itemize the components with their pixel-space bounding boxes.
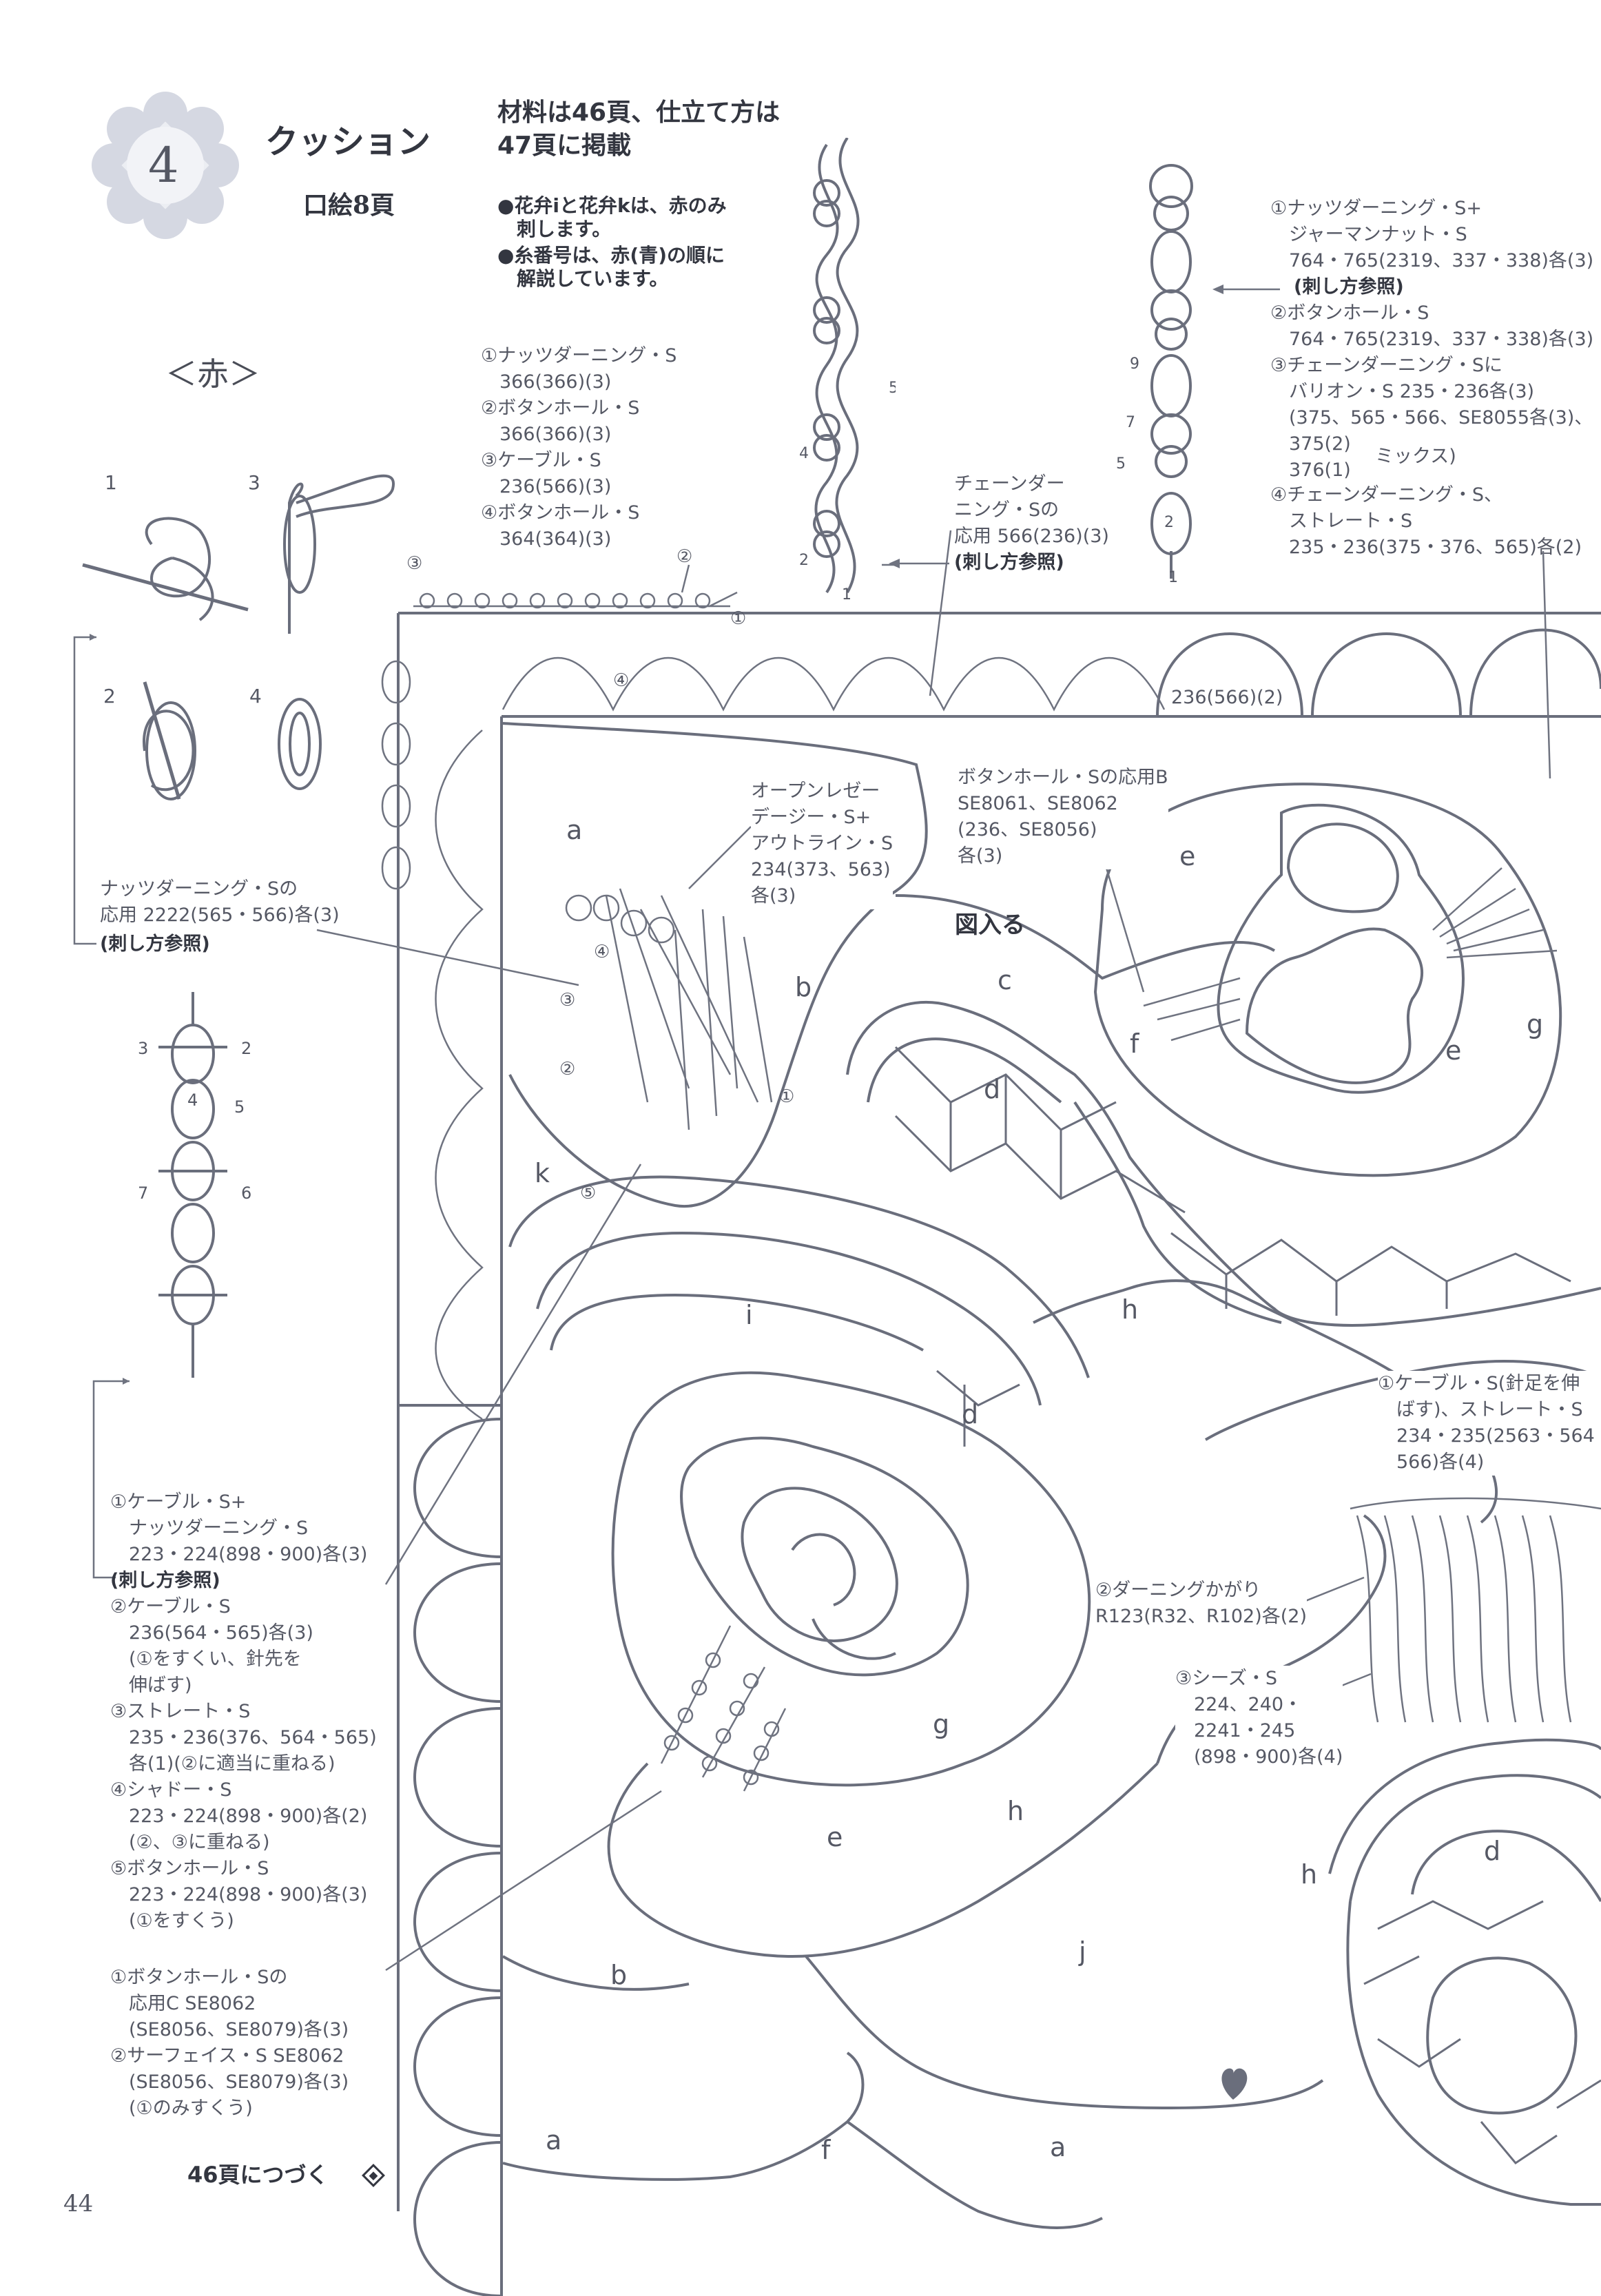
step-2-label: 2	[103, 685, 116, 707]
chain-darning-ref: (刺し方参照)	[954, 552, 1064, 573]
svg-text:⑤: ⑤	[580, 1183, 596, 1203]
svg-text:②: ②	[559, 1059, 575, 1079]
flower-badge-icon	[92, 92, 239, 239]
chain-diagram-right: 987 456 321	[1116, 164, 1193, 586]
seeds-note: ③シーズ・S 224、240・ 2241・245 (898・900)各(4)	[1175, 1666, 1343, 1770]
svg-text:5: 5	[889, 380, 896, 397]
page-number: 44	[63, 2190, 94, 2217]
section-label: ＜赤＞	[165, 355, 260, 393]
region-a3: a	[1050, 2132, 1066, 2162]
region-e2: e	[1445, 1035, 1461, 1066]
step-3-label: 3	[248, 471, 260, 494]
region-a1: a	[566, 815, 582, 845]
buttonhole-b-note: ボタンホール・Sの応用B SE8061、SE8062 (236、SE8056) …	[958, 765, 1168, 869]
svg-text:1: 1	[1168, 569, 1178, 586]
step-4-label: 4	[249, 685, 262, 707]
svg-text:①: ①	[778, 1086, 794, 1107]
region-g1: g	[1527, 1009, 1543, 1040]
bracket-1	[73, 634, 96, 945]
region-k1: k	[535, 1158, 550, 1188]
region-e3: e	[827, 1822, 843, 1852]
region-f1: f	[1130, 1028, 1140, 1059]
left-stitch-list: ②ケーブル・S 236(564・565)各(3) (①をすくい、針先を 伸ばす)…	[110, 1596, 377, 1932]
nuts-application-ref: (刺し方参照)	[100, 933, 210, 955]
region-b1: b	[795, 972, 812, 1002]
chapter-badge: 4	[83, 83, 248, 248]
page-title: クッション	[265, 123, 431, 161]
svg-text:7: 7	[138, 1183, 148, 1203]
svg-text:②: ②	[676, 546, 692, 567]
svg-text:9: 9	[1130, 355, 1139, 373]
material-note: 材料は46頁、仕立て方は 47頁に掲載	[497, 99, 781, 160]
region-h1: h	[1122, 1294, 1138, 1325]
cable-nuts-ref: (刺し方参照)	[110, 1570, 220, 1591]
svg-text:1: 1	[842, 586, 851, 603]
svg-text:③: ③	[406, 553, 422, 574]
region-g2: g	[933, 1709, 949, 1739]
chain-darning-diagram: 54 321	[799, 138, 896, 603]
region-c1: c	[998, 965, 1012, 995]
heart-icon	[1221, 2068, 1248, 2100]
step-1-label: 1	[105, 471, 117, 494]
right-top-note-2: ②ボタンホール・S 764・765(2319、337・338)各(3) ③チェー…	[1270, 302, 1594, 481]
svg-text:③: ③	[559, 990, 575, 1011]
svg-text:5: 5	[234, 1097, 245, 1117]
cable-nuts-note: ①ケーブル・S+ ナッツダーニング・S 223・224(898・900)各(3)	[110, 1491, 368, 1565]
arrow-chain-darning	[889, 559, 949, 568]
arrow-right-top	[1212, 285, 1280, 294]
darning-kagari-note: ②ダーニングかがり R123(R32、R102)各(2)	[1095, 1578, 1308, 1630]
svg-text:4: 4	[799, 445, 809, 462]
region-e1: e	[1179, 841, 1195, 871]
region-h2: h	[1007, 1796, 1024, 1826]
svg-text:2: 2	[241, 1039, 251, 1058]
count-236-label: 236(566)(2)	[1171, 685, 1283, 711]
chapter-number: 4	[148, 137, 179, 194]
svg-text:2: 2	[1164, 514, 1174, 531]
region-b2: b	[610, 1960, 627, 1990]
svg-text:1: 1	[189, 992, 200, 996]
svg-text:6: 6	[241, 1183, 251, 1203]
cable-straight-note: ①ケーブル・S(針足を伸 ばす)、ストレート・S 234・235(2563・56…	[1378, 1371, 1601, 1476]
chain-stitch-diagram-left: 1 3 2 4 5 7 6	[138, 992, 251, 1378]
svg-text:5: 5	[1116, 455, 1126, 473]
nuts-application-note: ナッツダーニング・Sの 応用 2222(565・566)各(3)	[100, 878, 340, 926]
region-d1: d	[984, 1074, 1000, 1104]
svg-text:④: ④	[594, 942, 610, 962]
region-d2: d	[962, 1399, 978, 1429]
right-top-note-4: ④チェーンダーニング・S、 ストレート・S 235・236(375・376、56…	[1270, 484, 1582, 558]
buttonhole-c-note: ①ボタンホール・Sの 応用C SE8062 (SE8056、SE8079)各(3…	[110, 1967, 349, 2119]
right-top-ref: (刺し方参照)	[1294, 276, 1404, 298]
bracket-2	[92, 1378, 130, 1579]
border-stitch-list: ①ナッツダーニング・S 366(366)(3) ②ボタンホール・S 366(36…	[481, 345, 677, 550]
svg-text:④: ④	[613, 670, 629, 691]
bullet-2: ●糸番号は、赤(青)の順に 解説しています。	[497, 244, 725, 290]
chain-darning-note: チェーンダー ニング・Sの 応用 566(236)(3)	[954, 473, 1109, 547]
continue-label: 46頁につづく	[187, 2162, 329, 2188]
region-h3: h	[1301, 1859, 1317, 1890]
page-subtitle: 口絵8頁	[303, 191, 395, 220]
figure-enter-label: 図入る	[955, 911, 1025, 939]
mix-note: ミックス)	[1375, 446, 1456, 467]
region-f2: f	[821, 2135, 832, 2165]
open-lazy-note: オープンレゼー デージー・S+ アウトライン・S 234(373、563) 各(…	[751, 778, 894, 909]
region-j1: j	[1078, 1936, 1086, 1967]
region-d3: d	[1484, 1836, 1500, 1866]
svg-text:4: 4	[187, 1090, 198, 1110]
svg-text:3: 3	[138, 1039, 148, 1058]
region-a2: a	[546, 2125, 561, 2155]
right-top-note-1: ①ナッツダーニング・S+ ジャーマンナット・S 764・765(2319、337…	[1270, 198, 1594, 271]
bullet-1: ●花弁iと花弁kは、赤のみ 刺します。	[497, 194, 727, 240]
svg-text:2: 2	[799, 552, 809, 569]
stitch-diagram-steps: 1 3 2 4	[82, 471, 395, 800]
region-i1: i	[745, 1300, 753, 1330]
svg-text:7: 7	[1126, 414, 1135, 431]
svg-text:①: ①	[730, 608, 746, 629]
